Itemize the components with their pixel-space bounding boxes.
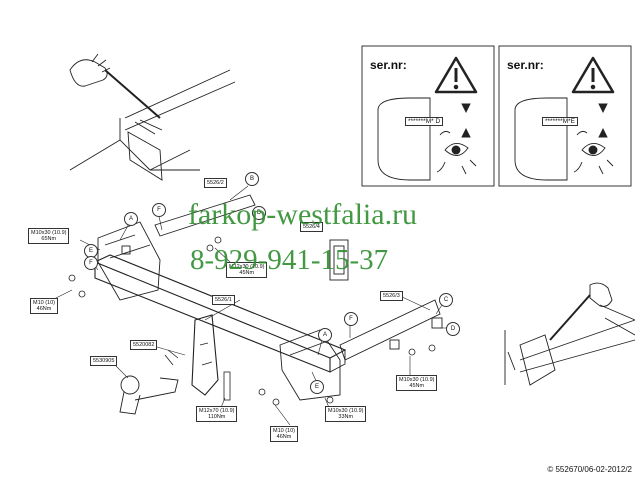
part-label-5526-1: 5526/1: [212, 295, 235, 305]
part-label-5526-2: 5526/2: [204, 178, 227, 188]
eye-icon-2: [573, 130, 614, 175]
warning-triangle-icon-2: [571, 56, 615, 94]
tongue-outline-2: [514, 97, 568, 181]
bolt-label-m10-46nm-2: M10 (10)46Nm: [270, 426, 299, 442]
callout-f-left: F: [84, 256, 98, 270]
watermark-phone: 8-929-941-15-37: [190, 244, 389, 276]
part-label-5526-4: 5526/4: [300, 222, 323, 232]
callout-b: B: [245, 172, 259, 186]
part-label-5526-3: 5526/3: [380, 291, 403, 301]
bolt-label-m10x30-33nm: M10x30 (10.9)33Nm: [325, 406, 367, 422]
bolt-label-m10x30-65nm: M10x30 (10.9)65Nm: [28, 228, 70, 244]
tongue-outline: [377, 97, 431, 181]
tow-ball: [119, 375, 179, 415]
hand-detail-left: [69, 53, 161, 119]
callout-d-top: D: [252, 206, 266, 220]
socket-plate: [329, 239, 349, 281]
warning-panel-left: [361, 45, 495, 187]
tow-arm: [191, 314, 219, 396]
serial-number-left: *******M* D: [405, 117, 444, 126]
bolt-label-m10-46nm: M10 (10)46Nm: [30, 298, 59, 314]
crossmember-detail: [69, 69, 236, 181]
bolt-label-m12x30-45nm: M12x30 (10.9)45Nm: [226, 262, 268, 278]
callout-e-right: E: [310, 380, 324, 394]
warning-panel-right: [498, 45, 632, 187]
warning-triangle-icon: [434, 56, 478, 94]
hand-detail-right: [504, 282, 636, 386]
callout-f-top: F: [152, 203, 166, 217]
copyright-text: © 552670/06-02-2012/2: [547, 465, 632, 474]
part-label-5530905: 5530905: [90, 356, 118, 366]
callout-a-left: A: [124, 212, 138, 226]
callout-f-right: F: [344, 312, 358, 326]
eye-icon: [436, 130, 477, 175]
part-label-5520082: 5520082: [130, 340, 158, 350]
bolt-label-m10x30-45nm: M10x30 (10.9)45Nm: [396, 375, 438, 391]
callout-a-right: A: [318, 328, 332, 342]
panel-title-right: ser.nr:: [507, 58, 544, 72]
bolt-label-m12x70-110nm: M12x70 (10.9)110Nm: [196, 406, 238, 422]
watermark-site: farkop-westfalia.ru: [188, 198, 418, 231]
panel-title-left: ser.nr:: [370, 58, 407, 72]
bolt-set: [68, 236, 436, 406]
callout-c: C: [439, 293, 453, 307]
serial-number-right: *******M*E: [542, 117, 578, 126]
callout-d-right: D: [446, 322, 460, 336]
